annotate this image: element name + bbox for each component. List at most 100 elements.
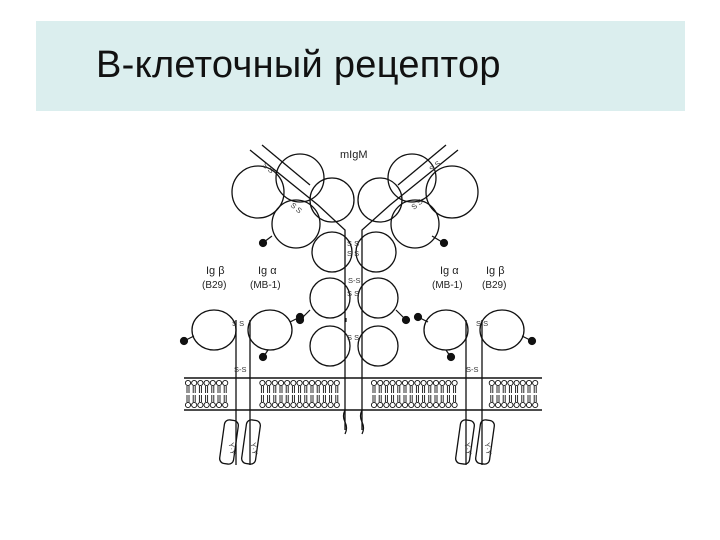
lipid-head (395, 379, 402, 387)
lipid-head (408, 401, 415, 409)
lipid-head (432, 401, 440, 409)
lipid-head (308, 401, 316, 409)
lipid-head (333, 379, 340, 387)
lipid-tail (521, 386, 525, 393)
lipid-head (494, 379, 502, 387)
lipid-head (277, 379, 285, 387)
lipid-tail (428, 386, 432, 393)
fc-domain-l3 (309, 325, 351, 367)
ss-bridge-label: S-S (348, 276, 361, 285)
lipid-head (519, 379, 526, 387)
lipid-head (451, 379, 458, 387)
lipid-tail (533, 386, 537, 393)
lipid-head (265, 401, 272, 409)
glycans (179, 235, 537, 362)
ss-label: S S (347, 333, 359, 342)
lipid-head (265, 379, 272, 387)
lipid-head (377, 379, 384, 387)
fab-right-domain-2 (387, 153, 437, 203)
lipid-head (513, 401, 520, 409)
itam-label: Y·Y (483, 442, 494, 456)
lipid-tail (329, 395, 333, 402)
lipid-tail (267, 395, 271, 402)
lipid-tail (198, 395, 202, 402)
lipid-tail (279, 395, 283, 402)
lipid-head (284, 401, 291, 409)
left-beta-itam (219, 419, 239, 465)
lipid-tail (223, 395, 227, 402)
lipid-tail (192, 395, 196, 402)
lipid-tail (397, 395, 401, 402)
lipid-tail (273, 395, 277, 402)
lipid-head (532, 379, 539, 387)
lipid-head (290, 379, 297, 387)
fab-left-domain-1 (231, 165, 285, 219)
ss-label: S S (232, 319, 244, 328)
lipid-bilayer (184, 379, 539, 409)
title-band (36, 21, 685, 111)
left-beta-label: Ig β (206, 265, 225, 277)
lipid-tail (440, 386, 444, 393)
lipid-tail (291, 395, 295, 402)
right-beta-domain (479, 309, 525, 351)
lipid-head (284, 379, 291, 387)
lipid-tail (521, 395, 525, 402)
lipid-tail (211, 395, 215, 402)
lipid-tail (434, 386, 438, 393)
lipid-tail (186, 395, 190, 402)
lipid-head (445, 379, 452, 387)
ss-label: S S (347, 239, 359, 248)
lipid-head (302, 379, 309, 387)
lipid-head (513, 379, 520, 387)
ss-label: S S (261, 161, 276, 176)
slide-title: B-клеточный рецептор (96, 44, 501, 86)
lipid-head (333, 401, 340, 409)
lipid-tail (298, 395, 302, 402)
itam-label: Y·Y (249, 442, 260, 456)
lipid-head (184, 401, 192, 409)
lipid-head (370, 379, 378, 387)
lipid-tail (335, 395, 339, 402)
lipid-tail (446, 395, 450, 402)
lipid-tail (316, 386, 320, 393)
lipid-tail (260, 386, 264, 393)
fc-domain-r1 (355, 231, 397, 273)
right-beta-itam (475, 419, 495, 465)
right-beta-label: Ig β (486, 265, 505, 277)
lipid-tail (285, 386, 289, 393)
lipid-head (277, 401, 285, 409)
lipid-head (315, 401, 322, 409)
migm-label: mIgM (340, 149, 368, 161)
lipid-tail (515, 395, 519, 402)
lipid-head (296, 401, 303, 409)
lipid-tail (291, 386, 295, 393)
lipid-head (321, 379, 328, 387)
lipid-tail (192, 386, 196, 393)
lipid-tail (515, 386, 519, 393)
lipid-head (408, 379, 415, 387)
right-beta-gene: (B29) (482, 280, 506, 291)
lipid-head (389, 379, 396, 387)
fab-left-domain-3 (271, 199, 321, 249)
lipid-tail (322, 386, 326, 393)
lipid-tail (422, 395, 426, 402)
lipid-tail (403, 386, 407, 393)
fc-domain-r3 (357, 325, 399, 367)
fab-left-domain-4 (309, 177, 355, 223)
lipid-head (271, 401, 278, 409)
lipid-tail (372, 395, 376, 402)
itam-labels: Y·Y Y·Y Y·Y Y·Y (227, 442, 494, 456)
lipid-head (321, 401, 328, 409)
right-alpha-domain (423, 309, 469, 351)
lipid-head (420, 379, 427, 387)
lipid-tail (415, 395, 419, 402)
lipid-tail (453, 386, 457, 393)
lipid-head (525, 401, 533, 409)
lipid-head (302, 401, 309, 409)
fc-domain-r2 (357, 277, 399, 319)
lipid-head (519, 401, 526, 409)
lipid-tail (422, 386, 426, 393)
lipid-tail (434, 395, 438, 402)
lipid-head (494, 401, 502, 409)
lipid-tail (446, 386, 450, 393)
